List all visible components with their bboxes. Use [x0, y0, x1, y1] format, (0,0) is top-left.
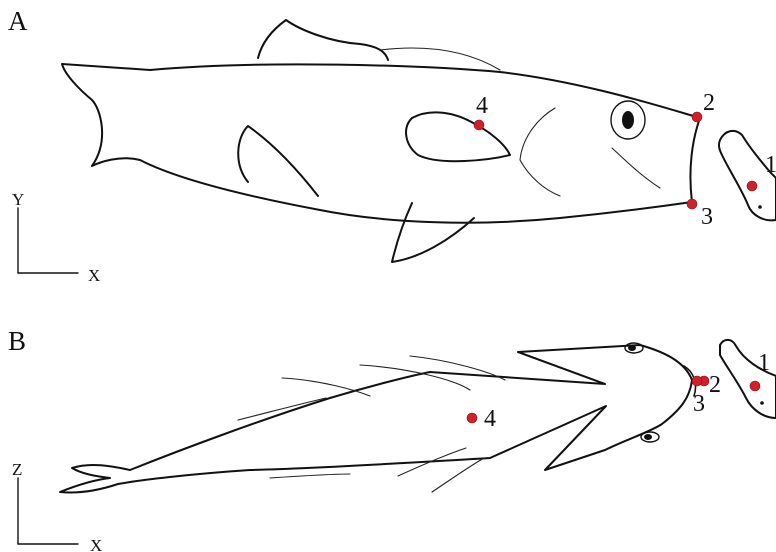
panel-b-axis-horizontal-label: X	[90, 536, 102, 552]
panel-b-fin-line-2	[360, 365, 470, 390]
panel-b-marker-1	[750, 381, 760, 391]
panel-b-fish-body	[60, 345, 692, 493]
panel-b-letter: B	[8, 326, 26, 356]
panel-a-letter: A	[8, 6, 28, 36]
panel-b-point-3-label: 3	[693, 391, 705, 417]
panel-a-prey-dot	[758, 205, 762, 209]
panel-a-pectoral-fin	[406, 112, 510, 161]
panel-b-point-1-label: 1	[758, 350, 770, 376]
panel-b: B 1 2 3 4 Z X	[8, 326, 776, 552]
panel-a-point-2-label: 2	[703, 90, 715, 116]
panel-a-anal-fin	[392, 203, 474, 262]
panel-a-pupil	[622, 111, 634, 129]
panel-b-eye-upper-pupil	[628, 345, 636, 351]
panel-a-operculum	[520, 108, 560, 196]
panel-a-axes: Y X	[12, 190, 100, 285]
panel-b-point-4-label: 4	[484, 406, 496, 432]
panel-a-point-3-label: 3	[701, 204, 713, 230]
panel-a-point-1-label: 1	[765, 152, 776, 178]
panel-b-fin-line-7	[270, 474, 350, 478]
panel-a-pelvic-fin	[238, 126, 318, 196]
panel-b-prey-dot	[760, 401, 764, 405]
panel-b-fin-line-3	[282, 378, 370, 396]
panel-a-dorsal-fin	[258, 20, 388, 60]
panel-b-axis-vertical-label: Z	[12, 460, 22, 479]
panel-b-fin-line-4	[238, 398, 326, 420]
panel-a-axis-horizontal-label: X	[88, 266, 100, 285]
panel-a-marker-4	[474, 120, 484, 130]
panel-b-marker-4	[467, 413, 477, 423]
panel-b-point-2-label: 2	[709, 372, 721, 398]
panel-a: A 1 2 3 4 Y X	[8, 6, 776, 285]
panel-a-point-4-label: 4	[476, 93, 488, 119]
panel-b-marker-3	[692, 376, 702, 386]
panel-a-fish-body	[62, 64, 700, 223]
panel-b-eye-lower-pupil	[644, 434, 652, 440]
panel-a-head-line	[612, 148, 660, 188]
panel-a-marker-3	[687, 199, 697, 209]
panel-a-marker-1	[747, 181, 757, 191]
panel-b-fin-line-6	[432, 458, 484, 492]
panel-a-axis-vertical-label: Y	[12, 190, 24, 209]
panel-a-marker-2	[692, 112, 702, 122]
